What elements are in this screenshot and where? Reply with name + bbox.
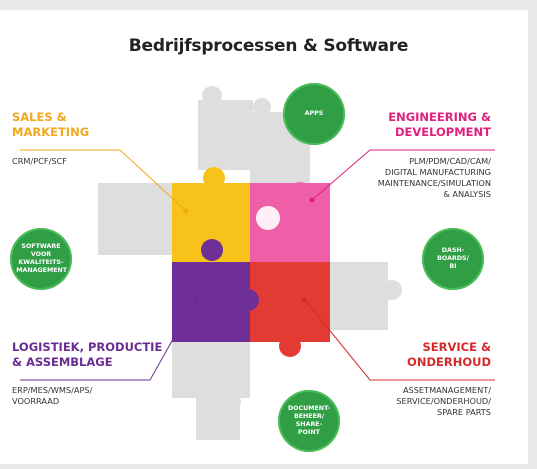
grey-piece-top-2: [198, 112, 253, 170]
sales-sub: CRM/PCF/SCF: [12, 156, 67, 166]
yellow-knob: [203, 167, 225, 189]
service-heading: SERVICE & ONDERHOUD: [407, 340, 491, 369]
sales-heading: SALES & MARKETING: [12, 110, 90, 139]
grey-knob-right: [382, 280, 402, 300]
grey-piece-bottom-2: [196, 392, 240, 440]
circle-apps-label: APPS: [304, 110, 324, 117]
circle-kwaliteit: SOFTWARE VOOR KWALITEITS- MANAGEMENT: [10, 228, 72, 290]
circle-dashboards-label: DASH- BOARDS/ BI: [437, 247, 469, 270]
logistiek-sub: ERP/MES/WMS/APS/ VOORRAAD: [12, 385, 93, 406]
grey-knob-left: [124, 204, 148, 228]
circle-document: DOCUMENT- BEHEER/ SHARE- POINT: [278, 390, 340, 452]
grey-knob-upper: [253, 98, 271, 116]
logistiek-heading: LOGISTIEK, PRODUCTIE & ASSEMBLAGE: [12, 340, 163, 369]
page-title: Bedrijfsprocessen & Software: [128, 36, 409, 56]
pink-knob-2: [290, 182, 310, 202]
red-knob: [237, 289, 259, 311]
circle-document-label: DOCUMENT- BEHEER/ SHARE- POINT: [287, 405, 331, 436]
engineering-heading: ENGINEERING & DEVELOPMENT: [388, 110, 491, 139]
line-engineering: [311, 149, 495, 201]
circle-kwaliteit-label: SOFTWARE VOOR KWALITEITS- MANAGEMENT: [16, 243, 68, 274]
line-service: [304, 299, 495, 381]
red-piece: [250, 262, 330, 342]
engineering-sub: PLM/PDM/CAD/CAM/ DIGITAL MANUFACTURING M…: [377, 156, 491, 199]
service-sub: ASSETMANAGEMENT/ SERVICE/ONDERHOUD/ SPAR…: [396, 385, 491, 417]
line-logistiek: [20, 299, 196, 381]
circle-apps: APPS: [283, 83, 345, 145]
grey-knob-top-1: [202, 86, 222, 106]
red-knob-2: [279, 335, 301, 357]
pink-knob: [256, 206, 280, 230]
purple-knob: [201, 239, 223, 261]
grey-piece-right: [330, 262, 388, 330]
line-sales: [20, 149, 186, 211]
circle-dashboards: DASH- BOARDS/ BI: [422, 228, 484, 290]
